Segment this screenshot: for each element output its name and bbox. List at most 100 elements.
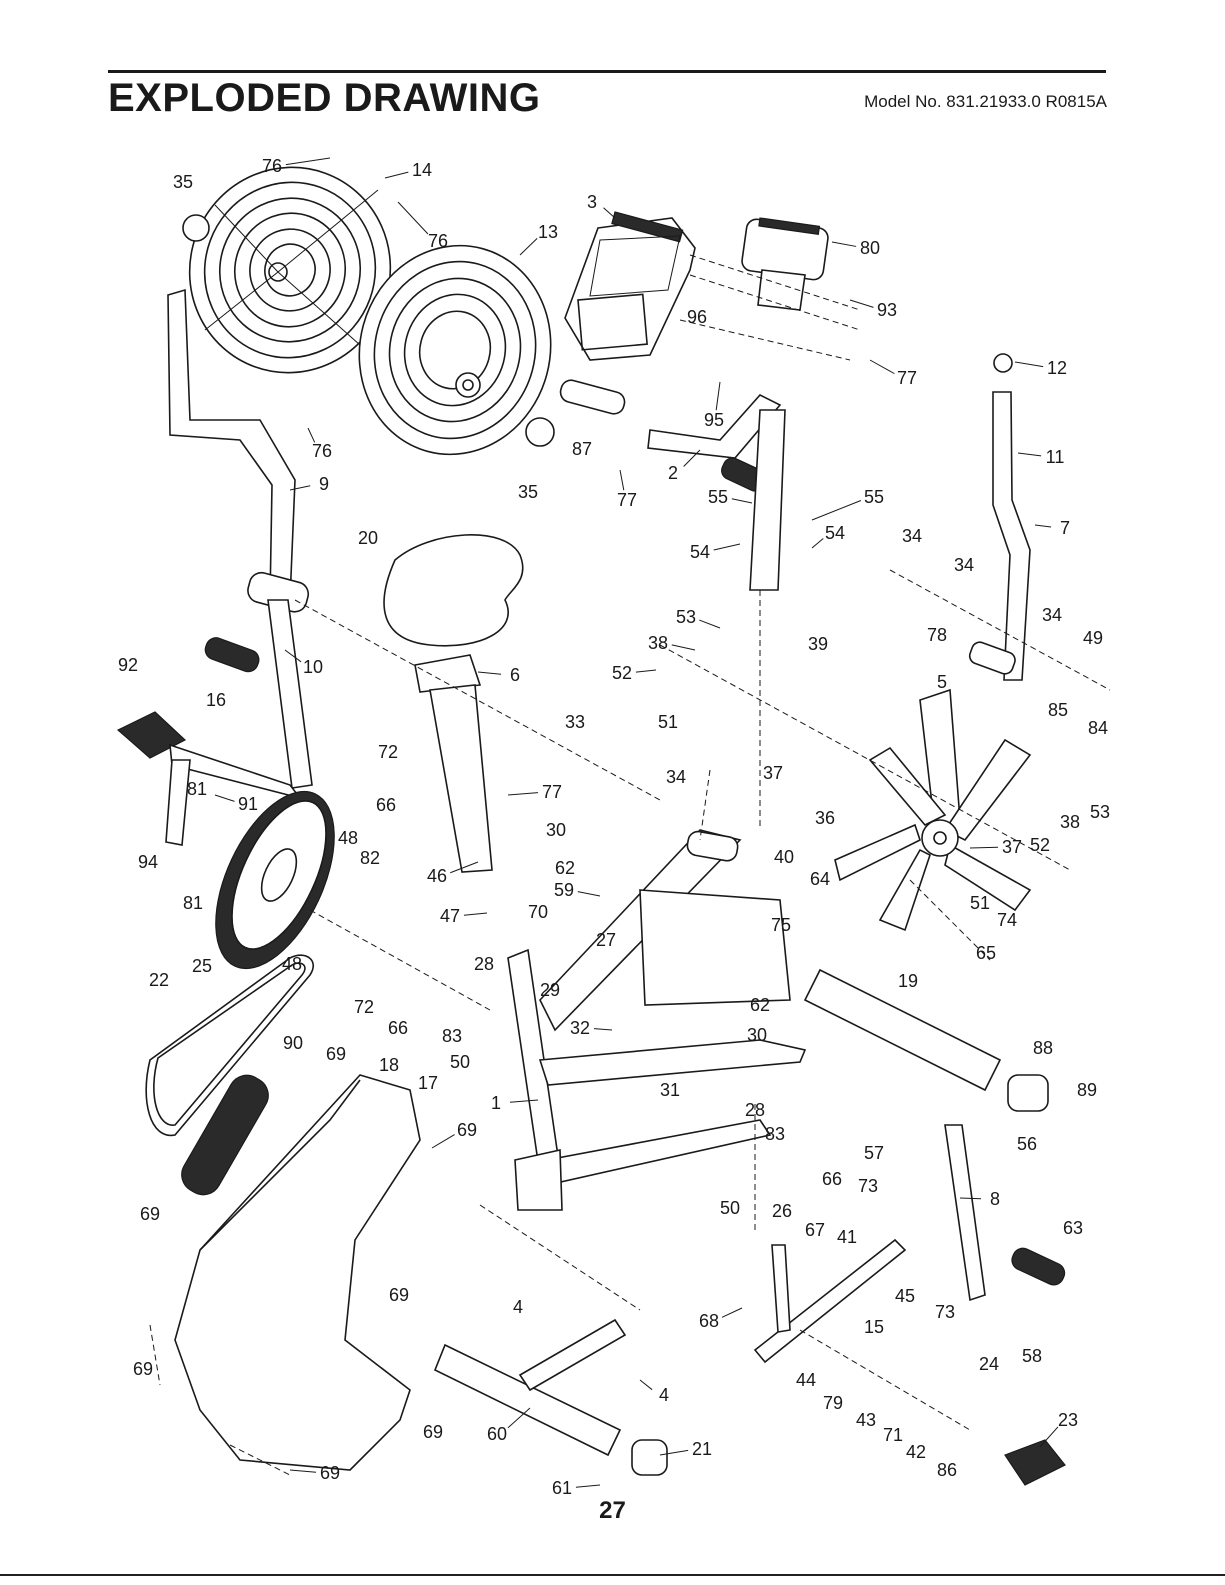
part-callout: 2	[668, 463, 678, 483]
stabilizer-60	[433, 1318, 668, 1476]
part-callout: 39	[808, 634, 828, 654]
console-3	[564, 211, 696, 361]
part-callout: 31	[660, 1080, 680, 1100]
part-callout: 57	[864, 1143, 884, 1163]
part-callout: 69	[320, 1463, 340, 1483]
part-callout: 66	[388, 1018, 408, 1038]
part-callout: 37	[763, 763, 783, 783]
part-callout: 29	[540, 980, 560, 1000]
part-callout: 76	[262, 156, 282, 176]
part-callout: 80	[860, 238, 880, 258]
part-callout: 69	[133, 1359, 153, 1379]
part-callout: 88	[1033, 1038, 1053, 1058]
part-callout: 16	[206, 690, 226, 710]
part-callout: 8	[990, 1189, 1000, 1209]
part-callout: 34	[954, 555, 974, 575]
part-callout: 86	[937, 1460, 957, 1480]
console-cover-80	[741, 217, 829, 311]
part-callout: 68	[699, 1311, 719, 1331]
part-callout: 3	[587, 192, 597, 212]
part-callout: 78	[927, 625, 947, 645]
part-callout: 83	[765, 1124, 785, 1144]
part-callout: 44	[796, 1370, 816, 1390]
part-callout: 77	[897, 368, 917, 388]
callout-leader	[284, 649, 302, 663]
part-callout: 69	[389, 1285, 409, 1305]
part-callout: 51	[970, 893, 990, 913]
callout-leader	[397, 201, 429, 235]
callout-leader	[463, 912, 488, 916]
part-callout: 21	[692, 1439, 712, 1459]
part-callout: 30	[546, 820, 566, 840]
callout-leader	[289, 1469, 317, 1473]
part-callout: 34	[902, 526, 922, 546]
callout-leader	[721, 1307, 743, 1318]
part-callout: 95	[704, 410, 724, 430]
part-callout: 12	[1047, 358, 1067, 378]
callout-leader	[1017, 452, 1042, 457]
part-callout: 54	[690, 542, 710, 562]
assembly-lines	[149, 254, 1111, 1476]
part-callout: 96	[687, 307, 707, 327]
model-number: Model No. 831.21933.0 R0815A	[864, 92, 1107, 111]
part-callout: 76	[428, 231, 448, 251]
part-callout: 37	[1002, 837, 1022, 857]
part-callout: 45	[895, 1286, 915, 1306]
part-callout: 74	[997, 910, 1017, 930]
callout-leader	[639, 1379, 653, 1391]
part-callout: 10	[303, 657, 323, 677]
part-callout: 69	[140, 1204, 160, 1224]
callout-leader	[715, 381, 721, 411]
part-callout: 69	[423, 1422, 443, 1442]
part-callout: 60	[487, 1424, 507, 1444]
part-callout: 14	[412, 160, 432, 180]
page-title: EXPLODED DRAWING	[108, 76, 541, 120]
part-callout: 76	[312, 441, 332, 461]
part-callout: 69	[326, 1044, 346, 1064]
callout-leader	[593, 1028, 613, 1031]
part-callout: 64	[810, 869, 830, 889]
callout-leader	[289, 485, 311, 491]
part-callout: 93	[877, 300, 897, 320]
footer-rule	[0, 1574, 1225, 1576]
part-callout: 30	[747, 1025, 767, 1045]
part-callout: 22	[149, 970, 169, 990]
part-callout: 77	[542, 782, 562, 802]
part-callout: 81	[187, 779, 207, 799]
pulley-25	[215, 790, 335, 970]
part-callout: 72	[378, 742, 398, 762]
stabilizer-19	[803, 968, 1049, 1112]
part-callout: 77	[617, 490, 637, 510]
part-callout: 82	[360, 848, 380, 868]
part-callout: 46	[427, 866, 447, 886]
part-callout: 65	[976, 943, 996, 963]
part-callout: 52	[1030, 835, 1050, 855]
callout-leader	[1039, 1426, 1059, 1448]
callout-leader	[713, 543, 741, 551]
part-callout: 83	[442, 1026, 462, 1046]
part-callout: 69	[457, 1120, 477, 1140]
pedal-92-crank-16	[116, 711, 303, 846]
part-callout: 71	[883, 1425, 903, 1445]
callout-leader	[671, 644, 696, 651]
part-callout: 52	[612, 663, 632, 683]
part-callout: 89	[1077, 1080, 1097, 1100]
side-shroud-17	[174, 1074, 421, 1471]
callout-leader	[959, 1197, 982, 1200]
part-callout: 84	[1088, 718, 1108, 738]
part-callout: 32	[570, 1018, 590, 1038]
part-callout: 94	[138, 852, 158, 872]
fan-guard-14	[188, 166, 392, 374]
part-callout: 15	[864, 1317, 884, 1337]
part-callout: 27	[596, 930, 616, 950]
seat-post-6	[414, 654, 493, 873]
part-callout: 28	[474, 954, 494, 974]
part-callout: 4	[659, 1385, 669, 1405]
callout-leader	[507, 1407, 531, 1429]
part-callout: 13	[538, 222, 558, 242]
fan-cap-35	[182, 214, 210, 242]
part-callout: 38	[1060, 812, 1080, 832]
main-frame-1	[507, 829, 807, 1211]
callout-leader	[450, 861, 479, 874]
callout-leader	[575, 1484, 601, 1488]
